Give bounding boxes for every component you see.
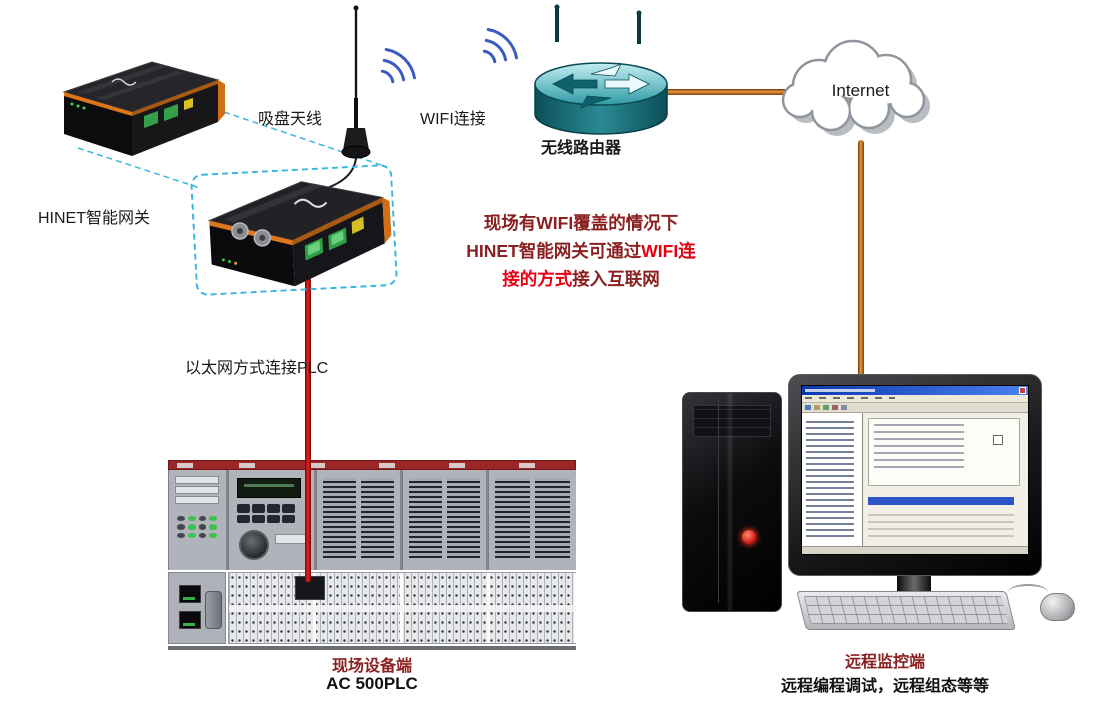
plc-base-rail: [168, 646, 576, 650]
app-menubar: [802, 395, 1028, 403]
note-line2: HINET智能网关可通过WIFI连: [466, 241, 696, 261]
editor-panel: [863, 413, 1028, 546]
wifi-waves-icon: [380, 48, 416, 84]
plc-io-module: [488, 470, 576, 570]
note-line3: 接的方式接入互联网: [502, 269, 660, 289]
router-internet-cable: [664, 89, 798, 95]
internet-label: Internet: [831, 81, 890, 100]
plc-io-module: [402, 470, 486, 570]
ethernet-label: 以太网方式连接PLC: [185, 360, 329, 377]
gateway-label: HINET智能网关: [38, 210, 151, 227]
wifi-note: 现场有WIFI覆盖的情况下 HINET智能网关可通过WIFI连 接的方式接入互联…: [425, 209, 737, 293]
selected-row: [868, 497, 1014, 505]
internet-cloud-icon: [781, 39, 930, 136]
internet-pc-cable: [858, 140, 864, 380]
plc-led-block: [177, 516, 217, 538]
plc-brand-band: [168, 460, 576, 470]
wireless-router-icon: [534, 4, 668, 135]
app-statusbar: [802, 546, 1028, 554]
plc-ethernet-port: [179, 611, 201, 629]
plc-serial-port: [205, 591, 222, 629]
plc-terminal-blocks: [228, 572, 577, 644]
drive-bay: [693, 405, 771, 437]
hinet-gateway-small-icon: [62, 61, 225, 156]
keyboard-icon: [796, 591, 1016, 630]
mouse-cable: [1008, 584, 1048, 600]
plc-round-connector: [239, 530, 269, 560]
note-line1: 现场有WIFI覆盖的情况下: [483, 213, 679, 233]
power-button: [741, 529, 757, 545]
app-toolbar: [802, 403, 1028, 413]
plc-subtitle-label: AC 500PLC: [326, 674, 418, 693]
plc-module-row: [168, 470, 576, 570]
close-icon: [1019, 387, 1026, 394]
ac500-plc-device-icon: [168, 460, 577, 650]
monitor-icon: [788, 374, 1042, 576]
router-label: 无线路由器: [541, 140, 622, 157]
plc-title-label: 现场设备端: [331, 658, 412, 675]
plc-keypad: [237, 504, 295, 523]
mouse-icon: [1040, 593, 1075, 621]
ethernet-cable: [305, 278, 311, 582]
monitor-stand: [897, 574, 931, 596]
antenna-label: 吸盘天线: [258, 111, 323, 128]
monitor-screen: [801, 385, 1029, 555]
pc-subtitle-label: 远程编程调试，远程组态等等: [780, 678, 989, 695]
pc-title-label: 远程监控端: [844, 654, 925, 671]
wifi-waves-icon: [482, 28, 518, 64]
plc-cpu-module: [228, 470, 314, 570]
wifi-label: WIFI连接: [420, 111, 486, 128]
plc-ethernet-port: [179, 585, 201, 603]
app-titlebar: [802, 386, 1028, 395]
plc-io-module: [316, 470, 400, 570]
project-tree-panel: [802, 413, 863, 546]
hinet-gateway-large-icon: [207, 181, 392, 287]
plc-psu-module: [168, 470, 226, 570]
plc-port-panel: [168, 572, 226, 644]
plc-lcd-display: [237, 478, 301, 498]
pc-tower-icon: [682, 392, 782, 612]
plc-terminal-row: [168, 572, 577, 644]
